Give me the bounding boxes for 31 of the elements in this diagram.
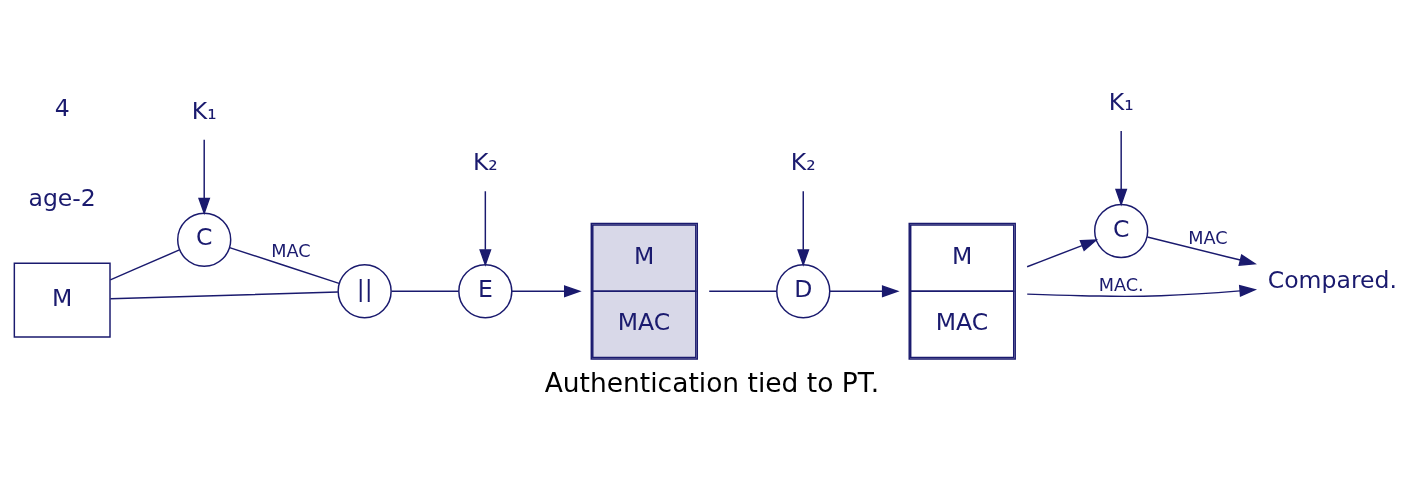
arrow [1115,130,1128,207]
node-text: K₁ [191,96,217,125]
arrow [1026,284,1258,298]
arrow [1026,239,1099,268]
arrow [479,190,492,267]
node-text: Compared. [1267,266,1397,295]
node-text: K₂ [790,148,816,177]
connector [228,246,340,285]
node-circle: C [1093,203,1149,259]
label: age-2 [28,183,96,212]
node-box: M [13,262,111,338]
edge-label: MAC. [1098,274,1144,295]
caption: Authentication tied to PT. [544,366,880,398]
arrow [829,285,900,298]
connector [708,290,778,293]
node-circle: C [176,212,232,268]
edge-label: MAC [1188,227,1228,248]
label: 4 [54,93,70,122]
connector [109,249,181,281]
connector [390,290,460,293]
connector [109,291,339,300]
edge-label: MAC [271,240,311,261]
arrow [797,190,810,267]
node-circle: || [337,264,392,319]
arrow [198,139,211,216]
node-circle: D [776,264,831,319]
node-text: K₂ [472,148,498,177]
arrow [1146,236,1257,266]
node-text: K₁ [1108,87,1134,116]
arrow [511,285,582,298]
node-circle: E [458,264,513,319]
